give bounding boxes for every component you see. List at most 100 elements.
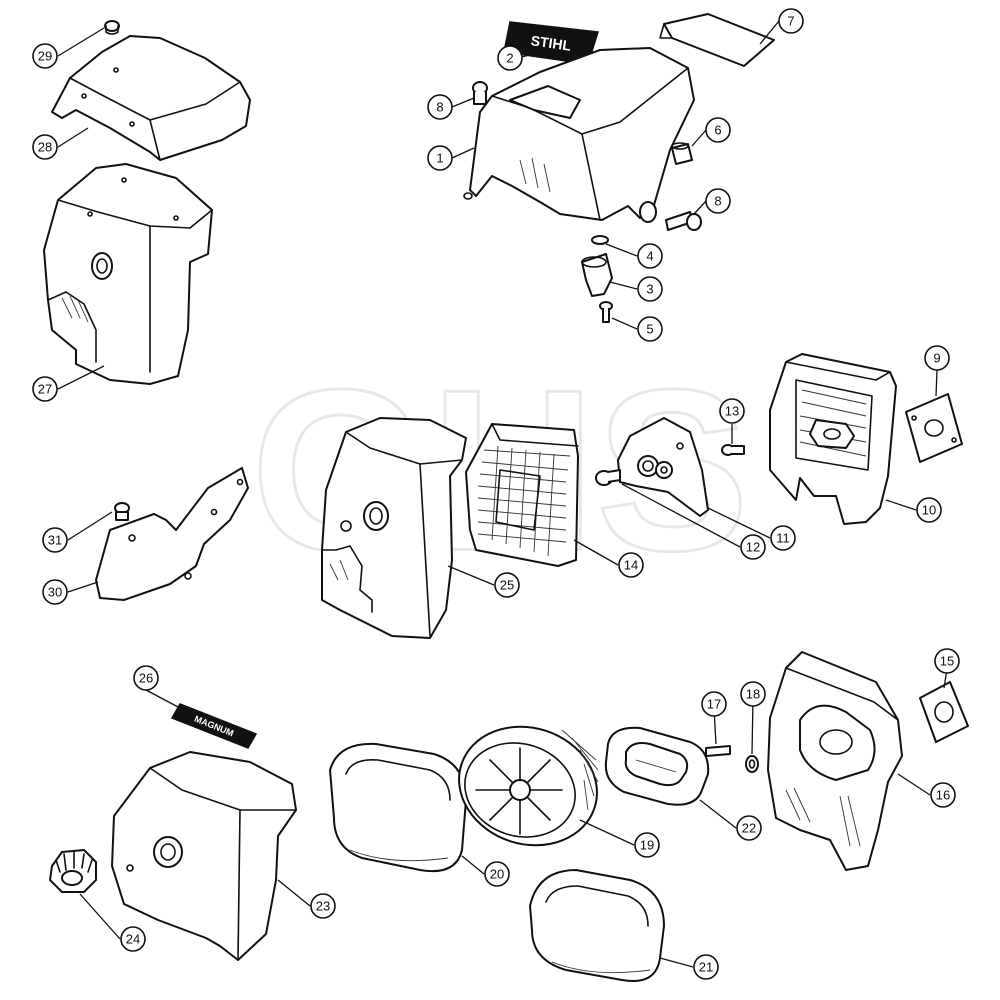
part-3-knob — [581, 253, 613, 297]
callout-number: 1 — [436, 151, 443, 166]
callout-13: 13 — [719, 398, 745, 424]
part-30-baffle — [95, 467, 249, 601]
callout-24: 24 — [120, 926, 146, 952]
callout-31: 31 — [42, 527, 68, 553]
part-6-sleeve — [671, 142, 693, 165]
callout-number: 11 — [776, 531, 790, 546]
part-16-housing — [767, 651, 903, 871]
callout-7: 7 — [778, 8, 804, 34]
part-13-screw — [721, 444, 745, 456]
part-29-screw — [104, 20, 120, 35]
callout-number: 15 — [940, 654, 954, 669]
callout-number: 21 — [699, 960, 713, 975]
part-4-washer — [591, 235, 609, 245]
callout-28: 28 — [32, 134, 58, 160]
callout-27: 27 — [32, 376, 58, 402]
part-8-screw-right — [665, 211, 702, 231]
callout-number: 26 — [139, 671, 153, 686]
callout-number: 8 — [714, 194, 721, 209]
callout-number: 8 — [436, 100, 443, 115]
callout-17: 17 — [701, 691, 727, 717]
callout-22: 22 — [736, 815, 762, 841]
callout-number: 18 — [746, 687, 760, 702]
callout-number: 2 — [506, 51, 513, 66]
callout-25: 25 — [494, 572, 520, 598]
callout-number: 14 — [624, 558, 638, 573]
part-26-model-decal: MAGNUM — [170, 703, 258, 749]
callout-12: 12 — [740, 534, 766, 560]
part-12-screw — [595, 469, 621, 486]
part-11-cover-plate — [617, 417, 709, 517]
part-17-pin — [705, 745, 731, 757]
callout-2: 2 — [497, 45, 523, 71]
callout-4: 4 — [637, 243, 663, 269]
callout-number: 7 — [787, 14, 794, 29]
part-14-air-filter — [465, 423, 579, 567]
callout-16: 16 — [930, 782, 956, 808]
callout-number: 16 — [936, 788, 950, 803]
callout-15: 15 — [934, 648, 960, 674]
callout-number: 6 — [714, 123, 721, 138]
callout-18: 18 — [740, 681, 766, 707]
part-20-filter-ring — [329, 742, 467, 872]
callout-number: 19 — [640, 838, 654, 853]
callout-number: 5 — [646, 322, 653, 337]
part-19-round-air-filter — [458, 725, 599, 847]
callout-number: 22 — [742, 821, 756, 836]
callout-26: 26 — [133, 665, 159, 691]
callout-30: 30 — [42, 579, 68, 605]
callout-number: 25 — [500, 578, 514, 593]
brand-decal-text: STIHL — [530, 32, 573, 54]
part-9-gasket — [905, 393, 963, 463]
part-21-filter-ring-lower — [529, 869, 665, 982]
part-27-cylinder-shroud — [43, 163, 213, 385]
part-23-filter-cover — [111, 751, 297, 961]
callout-20: 20 — [484, 861, 510, 887]
part-15-gasket — [919, 681, 969, 743]
callout-number: 30 — [48, 585, 62, 600]
part-5-screw — [599, 301, 613, 323]
part-7-plate — [659, 13, 775, 67]
callout-number: 24 — [126, 932, 140, 947]
callout-number: 10 — [922, 503, 936, 518]
callout-number: 13 — [725, 404, 739, 419]
callout-number: 31 — [48, 533, 62, 548]
part-22-prefilter — [604, 726, 710, 806]
callout-5: 5 — [637, 316, 663, 342]
callout-11: 11 — [770, 525, 796, 551]
part-24-knob — [49, 849, 97, 893]
part-28-shroud-cover — [51, 35, 251, 161]
callout-8-upper: 8 — [427, 94, 453, 120]
callout-number: 12 — [746, 540, 760, 555]
callout-number: 23 — [316, 899, 330, 914]
callout-number: 17 — [707, 697, 721, 712]
callout-number: 4 — [646, 249, 653, 264]
part-8-screw-upper — [472, 81, 488, 105]
callout-number: 28 — [38, 140, 52, 155]
callout-8-right: 8 — [705, 188, 731, 214]
callout-6: 6 — [705, 117, 731, 143]
callout-21: 21 — [693, 954, 719, 980]
callout-14: 14 — [618, 552, 644, 578]
leader-lines — [57, 20, 948, 968]
part-1-top-cover — [463, 47, 695, 223]
callout-3: 3 — [637, 276, 663, 302]
part-10-carburetor-box — [769, 353, 897, 525]
callout-19: 19 — [634, 832, 660, 858]
callout-number: 27 — [38, 382, 52, 397]
part-31-screw — [114, 502, 130, 521]
callout-number: 9 — [933, 351, 940, 366]
callout-10: 10 — [916, 497, 942, 523]
part-25-shroud — [321, 417, 467, 639]
part-18-grommet — [745, 755, 759, 773]
part-2-brand-decal: STIHL — [503, 21, 599, 65]
callout-1: 1 — [427, 145, 453, 171]
callout-number: 3 — [646, 282, 653, 297]
callout-29: 29 — [32, 43, 58, 69]
callout-9: 9 — [924, 345, 950, 371]
callout-23: 23 — [310, 893, 336, 919]
callout-number: 29 — [38, 49, 52, 64]
callout-number: 20 — [490, 867, 504, 882]
